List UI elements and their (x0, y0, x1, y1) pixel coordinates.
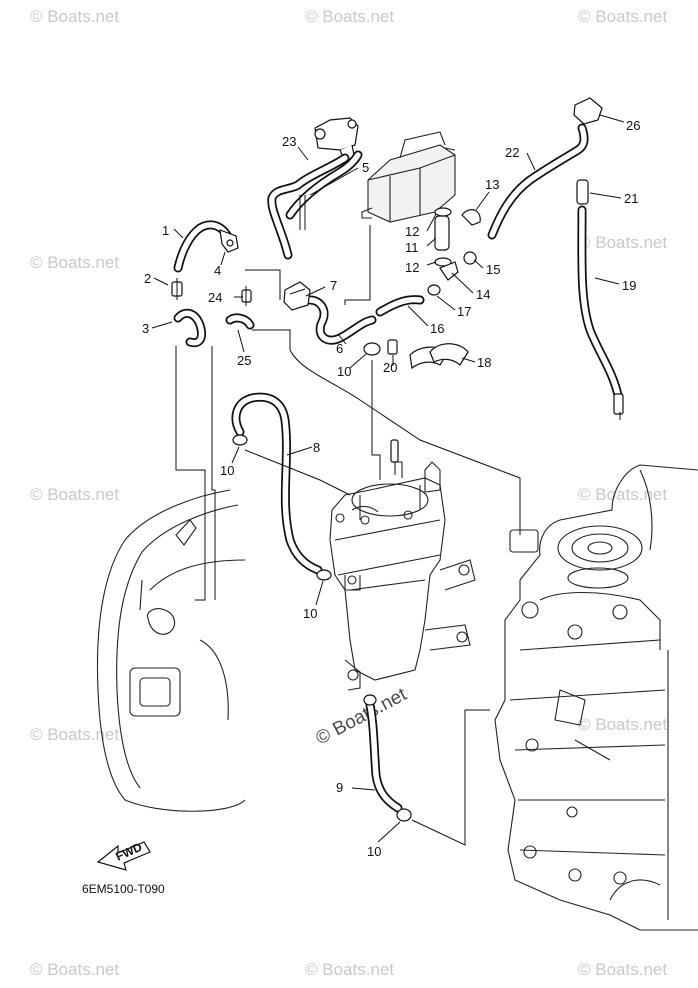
leader-lines (175, 195, 621, 846)
callout-18: 18 (477, 355, 491, 370)
hoses (173, 123, 623, 813)
watermark-center: © Boats.net (312, 684, 410, 750)
callout-10: 10 (220, 463, 234, 478)
watermark: © Boats.net (578, 485, 667, 504)
callout-1: 1 (162, 223, 169, 238)
callout-25: 25 (237, 353, 251, 368)
callout-ticks (151, 114, 625, 843)
callout-14: 14 (476, 287, 490, 302)
callout-16: 16 (430, 321, 444, 336)
callout-10: 10 (367, 844, 381, 859)
callout-10: 10 (303, 606, 317, 621)
callout-3: 3 (142, 321, 149, 336)
callout-4: 4 (214, 263, 221, 278)
watermark: © Boats.net (30, 7, 119, 26)
solenoid-valve (314, 117, 359, 163)
callout-13: 13 (485, 177, 499, 192)
watermark: © Boats.net (30, 725, 119, 744)
engine-block (494, 464, 698, 931)
watermark: © Boats.net (578, 715, 667, 734)
callout-15: 15 (486, 262, 500, 277)
watermark: © Boats.net (30, 253, 119, 272)
watermark: © Boats.net (305, 7, 394, 26)
callout-10: 10 (337, 364, 351, 379)
callout-5: 5 (362, 160, 369, 175)
fwd-arrow-icon: FWD (96, 840, 151, 871)
callout-20: 20 (383, 360, 397, 375)
watermark: © Boats.net (30, 960, 119, 979)
callout-11: 11 (405, 240, 419, 255)
callout-6: 6 (336, 341, 343, 356)
callout-21: 21 (624, 191, 638, 206)
callout-24: 24 (208, 290, 222, 305)
callout-12: 12 (405, 224, 419, 239)
charcoal-canister (361, 131, 456, 223)
watermark: © Boats.net (578, 960, 667, 979)
diagram-code: 6EM5100-T090 (82, 882, 165, 896)
intake-silencer (96, 489, 246, 812)
callout-19: 19 (622, 278, 636, 293)
callout-2: 2 (144, 271, 151, 286)
watermark: © Boats.net (30, 485, 119, 504)
watermark: © Boats.net (578, 7, 667, 26)
small-parts (171, 97, 624, 822)
callout-22: 22 (505, 145, 519, 160)
callout-9: 9 (336, 780, 343, 795)
callout-26: 26 (626, 118, 640, 133)
callout-numbers: 1 2 3 4 5 6 7 8 9 10 10 10 10 11 12 12 1… (142, 118, 640, 859)
callout-12: 12 (405, 260, 419, 275)
callout-23: 23 (282, 134, 296, 149)
watermark: © Boats.net (578, 233, 667, 252)
callout-8: 8 (313, 440, 320, 455)
vapor-separator (329, 461, 476, 691)
callout-7: 7 (330, 278, 337, 293)
watermark: © Boats.net (305, 960, 394, 979)
callout-17: 17 (457, 304, 471, 319)
